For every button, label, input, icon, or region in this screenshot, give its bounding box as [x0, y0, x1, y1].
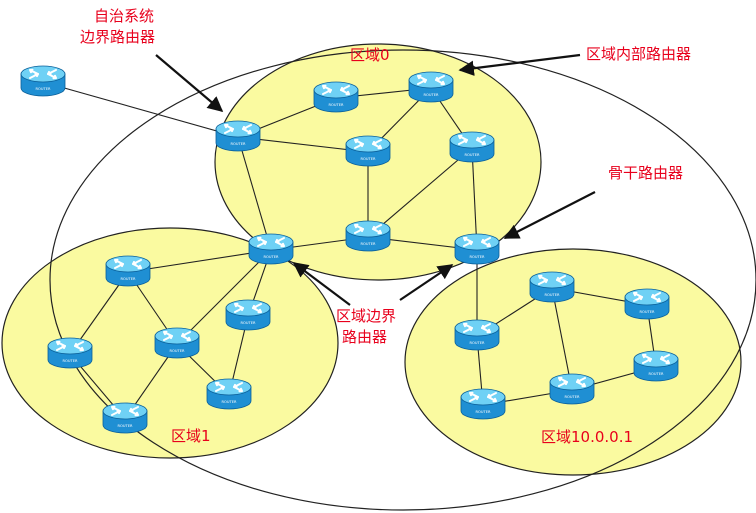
router-icon [345, 135, 391, 167]
router-icon [633, 350, 679, 382]
backbone-router-label: 骨干路由器 [608, 164, 684, 182]
area-border-router-label-line1: 区域边界 [336, 307, 397, 325]
area-10-label: 区域10.0.0.1 [541, 428, 634, 446]
router-icon [105, 255, 151, 287]
router-icon [449, 131, 495, 163]
internal-router-label: 区域内部路由器 [586, 45, 692, 63]
router-icon [313, 81, 359, 113]
autonomous-system-boundary [49, 49, 756, 511]
router-icon [529, 271, 575, 303]
area-0-label: 区域0 [350, 46, 390, 64]
router-icon [225, 299, 271, 331]
as-border-router-label-line1: 自治系统 [94, 7, 155, 25]
router-icon [47, 337, 93, 369]
router-icon [248, 233, 294, 265]
area-1-label: 区域1 [171, 427, 211, 445]
router-icon [454, 233, 500, 265]
router-icon [454, 319, 500, 351]
router-icon [20, 65, 66, 97]
router-icon [345, 220, 391, 252]
router-icon [215, 120, 261, 152]
router-icon [154, 327, 200, 359]
router-icon [549, 373, 595, 405]
router-icon [102, 402, 148, 434]
router-icon [624, 288, 670, 320]
router-icon [206, 378, 252, 410]
router-icon [408, 71, 454, 103]
annotation-arrows [155, 53, 596, 306]
as-border-router-label-line2: 边界路由器 [80, 28, 156, 46]
router-icon [460, 388, 506, 420]
area-border-router-label-line2: 路由器 [342, 328, 388, 346]
